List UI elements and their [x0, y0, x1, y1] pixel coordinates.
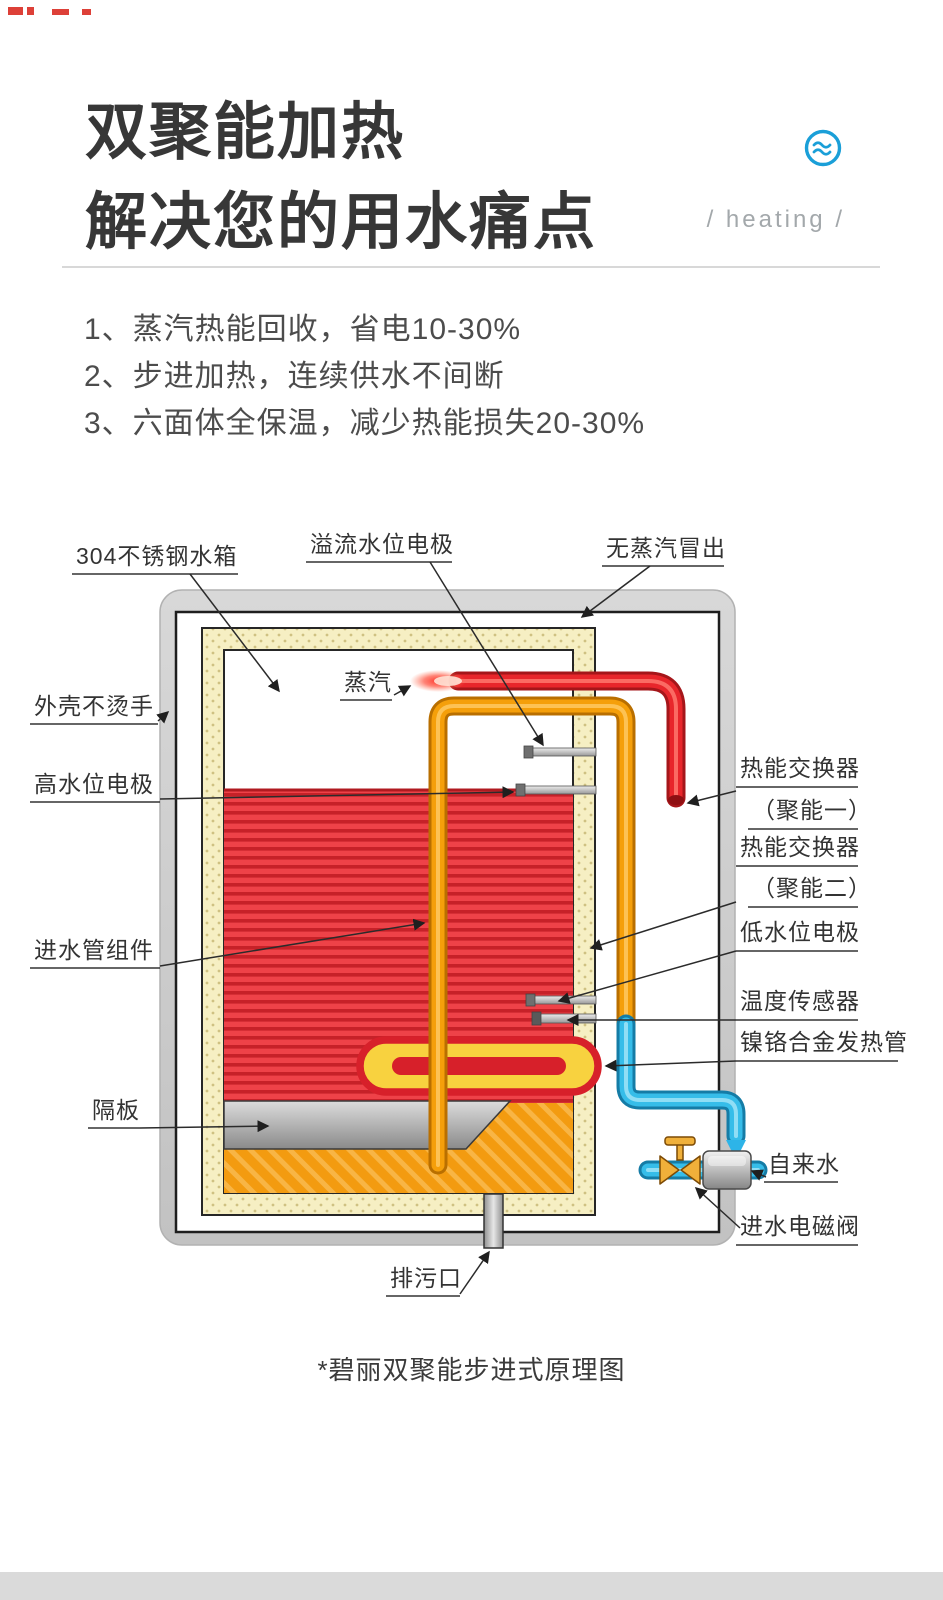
- label-temperature-sensor-text: 温度传感器: [740, 988, 860, 1014]
- label-drain-outlet-text: 排污口: [390, 1265, 462, 1291]
- decor-mark: [82, 9, 91, 15]
- boiler-schematic: 304不锈钢水箱 溢流水位电极 无蒸汽冒出 蒸汽 外壳不烫手 高水位电极: [30, 531, 908, 1297]
- flow-arrow-down: [726, 1140, 746, 1160]
- label-high-level-electrode: 高水位电极: [30, 771, 515, 803]
- heating-tag: / heating /: [706, 206, 845, 233]
- label-no-steam-text: 无蒸汽冒出: [606, 535, 726, 561]
- feature-item-1: 1、蒸汽热能回收，省电10-30%: [84, 313, 522, 346]
- label-low-level-electrode-text: 低水位电极: [740, 919, 860, 945]
- label-heat-exchanger-1: 热能交换器 （聚能一）: [686, 755, 872, 830]
- steam-glow: [410, 670, 466, 692]
- label-tap-water: 自来水: [750, 1151, 840, 1183]
- page-title-line1: 双聚能加热: [85, 98, 406, 167]
- label-cool-shell-text: 外壳不烫手: [34, 693, 154, 719]
- label-heat-exchanger-2: 热能交换器 （聚能二）: [589, 834, 872, 951]
- label-high-level-electrode-text: 高水位电极: [34, 771, 154, 797]
- cold-inlet-elbow: [616, 1014, 746, 1160]
- steam-pipe: [448, 671, 686, 808]
- bottom-band: [0, 1572, 943, 1600]
- label-partition: 隔板: [88, 1097, 270, 1133]
- water-wave-icon: [804, 129, 842, 167]
- page-title-line2: 解决您的用水痛点: [85, 188, 598, 257]
- overflow-electrode: [523, 745, 597, 759]
- heating-element: [356, 1036, 602, 1096]
- label-partition-text: 隔板: [92, 1097, 140, 1123]
- label-heat-exchanger-1-sub-text: （聚能一）: [752, 797, 872, 823]
- temperature-sensor: [531, 1011, 597, 1026]
- label-inlet-solenoid-valve: 进水电磁阀: [694, 1186, 860, 1246]
- feature-list: 1、蒸汽热能回收，省电10-30% 2、步进加热，连续供水不间断 3、六面体全保…: [84, 306, 645, 447]
- page-title: 双聚能加热 解决您的用水痛点: [85, 88, 597, 268]
- label-steam-text: 蒸汽: [344, 669, 392, 695]
- label-overflow-electrode-text: 溢流水位电极: [310, 531, 454, 557]
- label-low-level-electrode: 低水位电极: [557, 919, 860, 1004]
- high-level-electrode: [515, 783, 597, 797]
- label-no-steam: 无蒸汽冒出: [580, 535, 726, 618]
- label-heat-exchanger-2-sub-text: （聚能二）: [752, 875, 872, 901]
- label-heat-exchanger-1-text: 热能交换器: [740, 755, 860, 781]
- solenoid-body: [702, 1150, 752, 1190]
- label-heating-tube: 镍铬合金发热管: [604, 1029, 908, 1072]
- feature-item-3: 3、六面体全保温，减少热能损失20-30%: [84, 407, 646, 440]
- label-temperature-sensor: 温度传感器: [566, 988, 860, 1026]
- decor-mark: [52, 9, 69, 15]
- label-cool-shell: 外壳不烫手: [30, 693, 170, 725]
- inlet-pipe: [428, 696, 636, 1175]
- label-stainless-tank: 304不锈钢水箱: [72, 543, 280, 693]
- inlet-valve: [659, 1136, 701, 1185]
- feature-item-2: 2、步进加热，连续供水不间断: [84, 360, 505, 393]
- label-inlet-pipe-assembly: 进水管组件: [30, 918, 426, 969]
- label-drain-outlet: 排污口: [386, 1250, 490, 1297]
- label-inlet-solenoid-valve-text: 进水电磁阀: [740, 1213, 860, 1239]
- decor-mark: [27, 7, 34, 15]
- label-overflow-electrode: 溢流水位电极: [306, 531, 544, 747]
- decor-mark: [8, 7, 23, 15]
- drain-pipe: [483, 1193, 504, 1249]
- label-heating-tube-text: 镍铬合金发热管: [740, 1029, 908, 1055]
- label-stainless-tank-text: 304不锈钢水箱: [76, 543, 237, 569]
- partition-plate: [223, 1100, 512, 1150]
- diagram-caption: *碧丽双聚能步进式原理图: [317, 1355, 626, 1385]
- label-tap-water-text: 自来水: [768, 1151, 840, 1177]
- label-heat-exchanger-2-text: 热能交换器: [740, 834, 860, 860]
- label-steam: 蒸汽: [340, 669, 412, 701]
- label-inlet-pipe-assembly-text: 进水管组件: [34, 937, 154, 963]
- header-divider: [62, 266, 880, 268]
